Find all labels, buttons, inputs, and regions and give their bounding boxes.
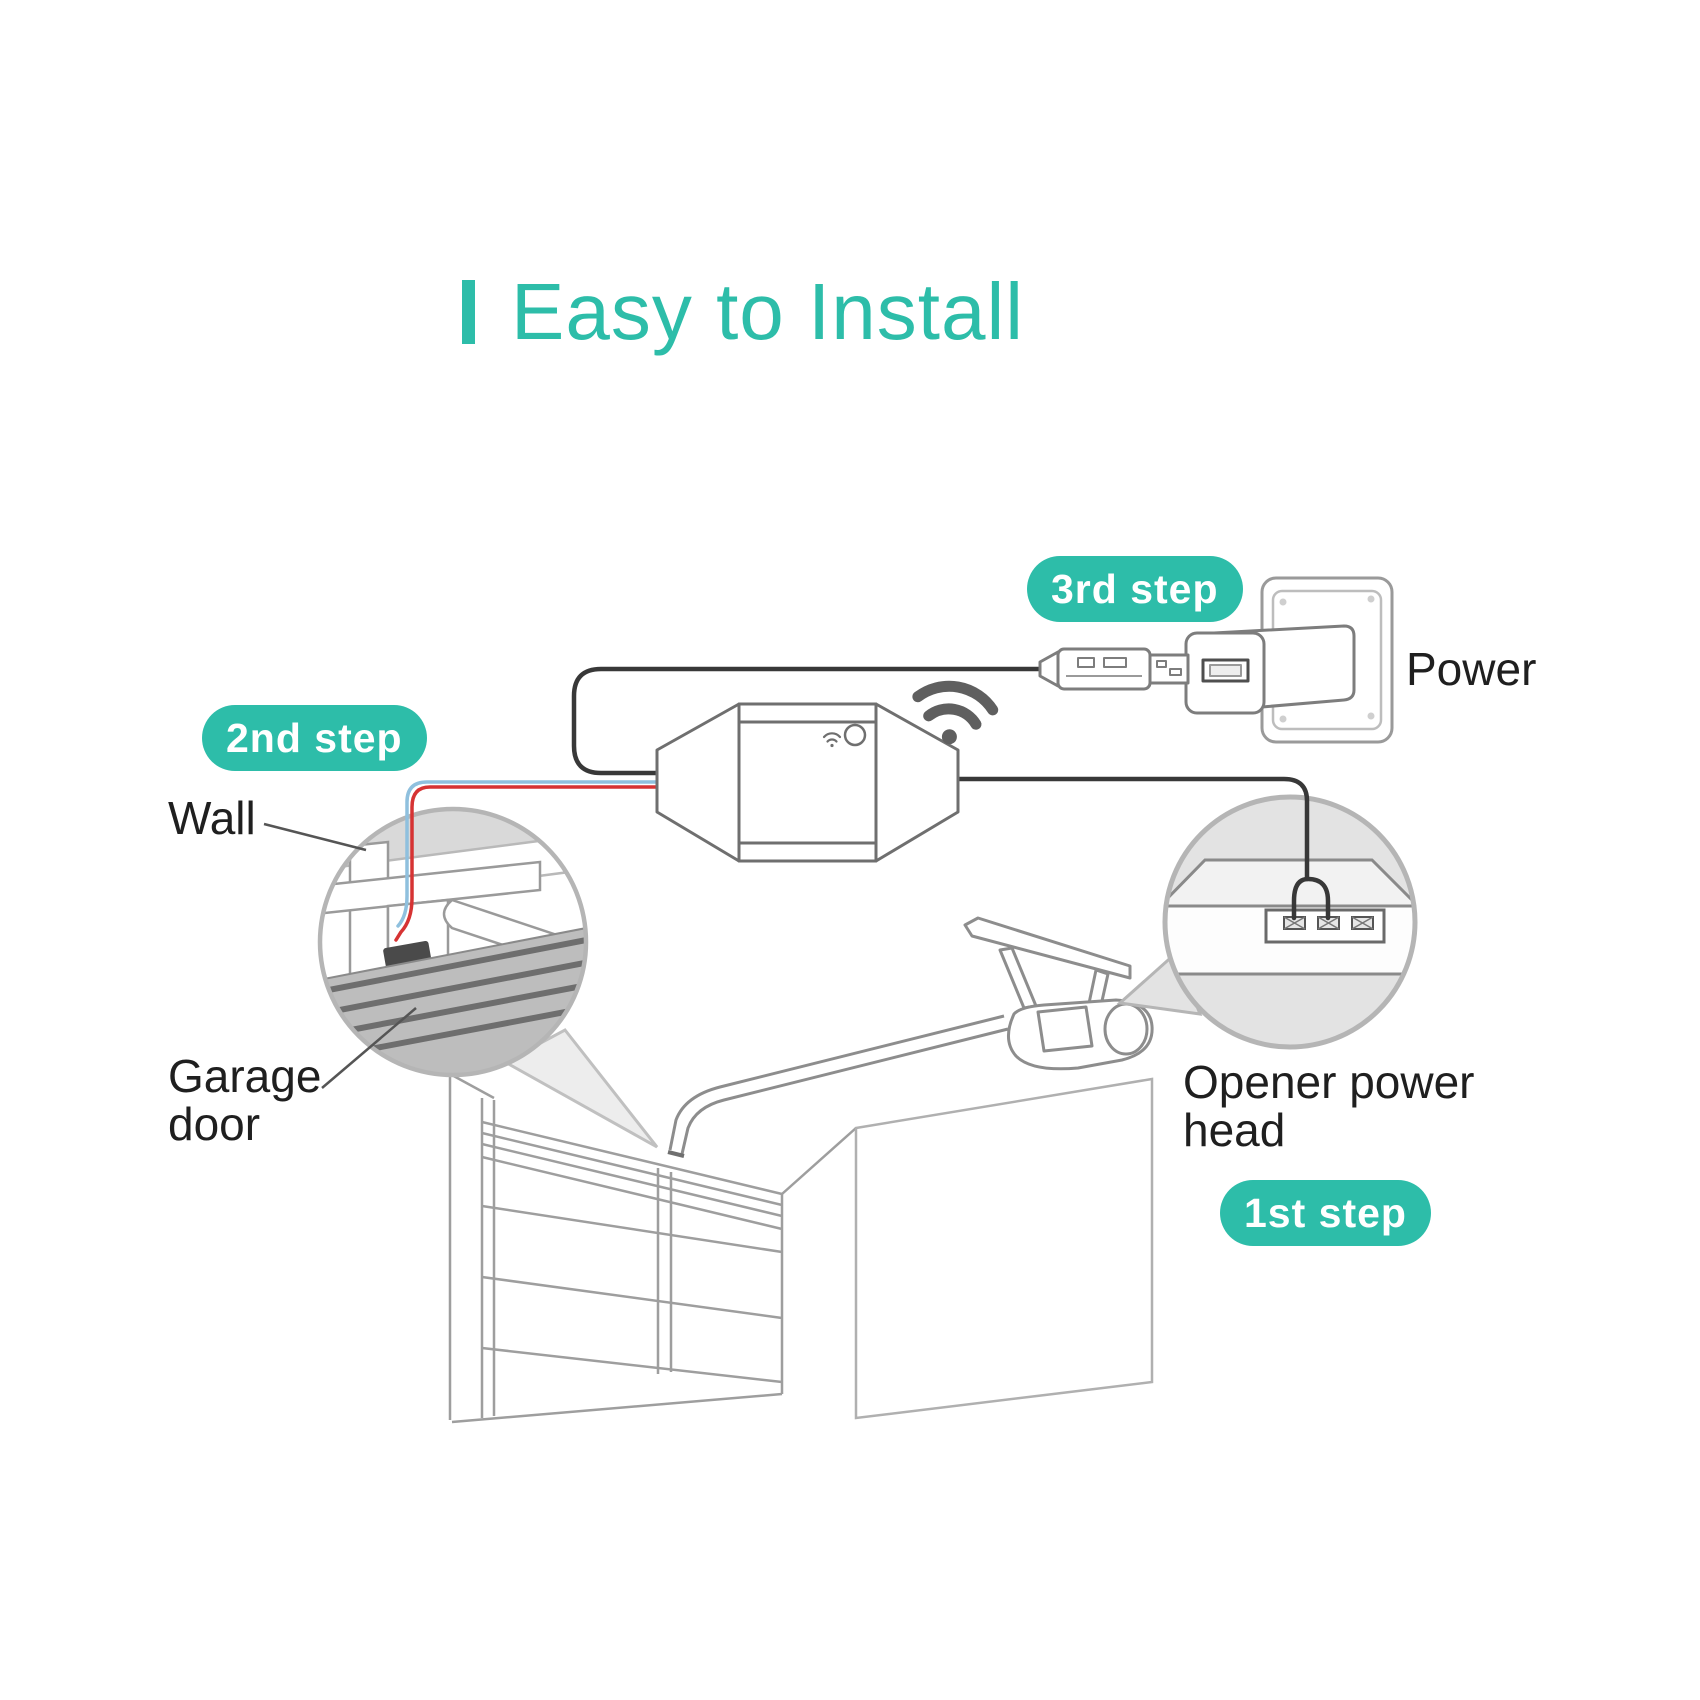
door-panel-seam: [481, 1346, 783, 1384]
title-accent-bar: [462, 280, 475, 344]
motor-light-lens: [1103, 1002, 1149, 1056]
opener-wire-loop: [1291, 876, 1331, 921]
opener-top-face: [1165, 858, 1415, 908]
usb-plug: [1038, 647, 1190, 691]
opener-wire: [955, 776, 1310, 882]
opener-label-line1: Opener power: [1183, 1056, 1475, 1108]
door-top-line: [481, 1155, 783, 1231]
step-badge-1: 1st step: [1220, 1180, 1431, 1246]
page-title-text: Easy to Install: [511, 267, 1025, 356]
opener-label-line2: head: [1183, 1104, 1286, 1157]
wifi-signal-icon: [912, 680, 999, 745]
page-title: Easy to Install: [462, 272, 1024, 352]
plate-screws: [1279, 595, 1375, 723]
door-top-line: [481, 1131, 783, 1207]
right-wall: [854, 1077, 1154, 1420]
garage-door-label: Garage door: [168, 1052, 321, 1149]
opener-detail-circle-ring: [1162, 794, 1418, 1050]
led-button: [843, 723, 867, 747]
door-top-line: [481, 1142, 783, 1218]
power-cable: [571, 666, 1049, 776]
garage-door-label-line2: door: [168, 1098, 261, 1151]
usb-plug-body: [1056, 647, 1152, 691]
step-badge-2: 2nd step: [202, 705, 427, 771]
door-panel-seam: [481, 1204, 783, 1254]
wifi-gateway-device: [655, 702, 960, 863]
mount-strut: [998, 946, 1038, 1010]
door-panel-seam: [481, 1275, 783, 1320]
opener-detail-contents: [1165, 858, 1415, 976]
garage-door-label-line1: Garage: [168, 1050, 322, 1102]
usb-cable-boot: [1038, 650, 1060, 688]
power-label: Power: [1406, 643, 1537, 695]
wall-label: Wall: [168, 792, 256, 844]
wall-pointer-line: [263, 822, 367, 852]
door-top-line: [481, 1120, 783, 1196]
corner-edge: [781, 1127, 857, 1195]
sensor-wire-red: [394, 785, 658, 942]
wall-detail-circle-ring: [317, 806, 589, 1078]
opener-rail: [667, 1014, 1009, 1158]
ceiling-beam: [963, 916, 1132, 980]
opener-power-head-unit: [963, 916, 1154, 1071]
garage-door-pointer-line: [321, 1007, 417, 1089]
motor-panel: [1036, 1005, 1094, 1053]
wifi-indicator-icon: [822, 732, 842, 748]
garage-scene: [448, 1072, 1154, 1424]
opener-power-head-label: Opener power head: [1183, 1058, 1475, 1155]
door-bottom-edge: [451, 1392, 783, 1424]
terminal-port: [1283, 916, 1374, 930]
bracket-arm: [320, 860, 542, 916]
sensor-wire-blue: [396, 780, 658, 928]
power-adapter: [1184, 624, 1356, 715]
step-badge-3: 3rd step: [1027, 556, 1243, 622]
jamb-top: [449, 1072, 495, 1100]
